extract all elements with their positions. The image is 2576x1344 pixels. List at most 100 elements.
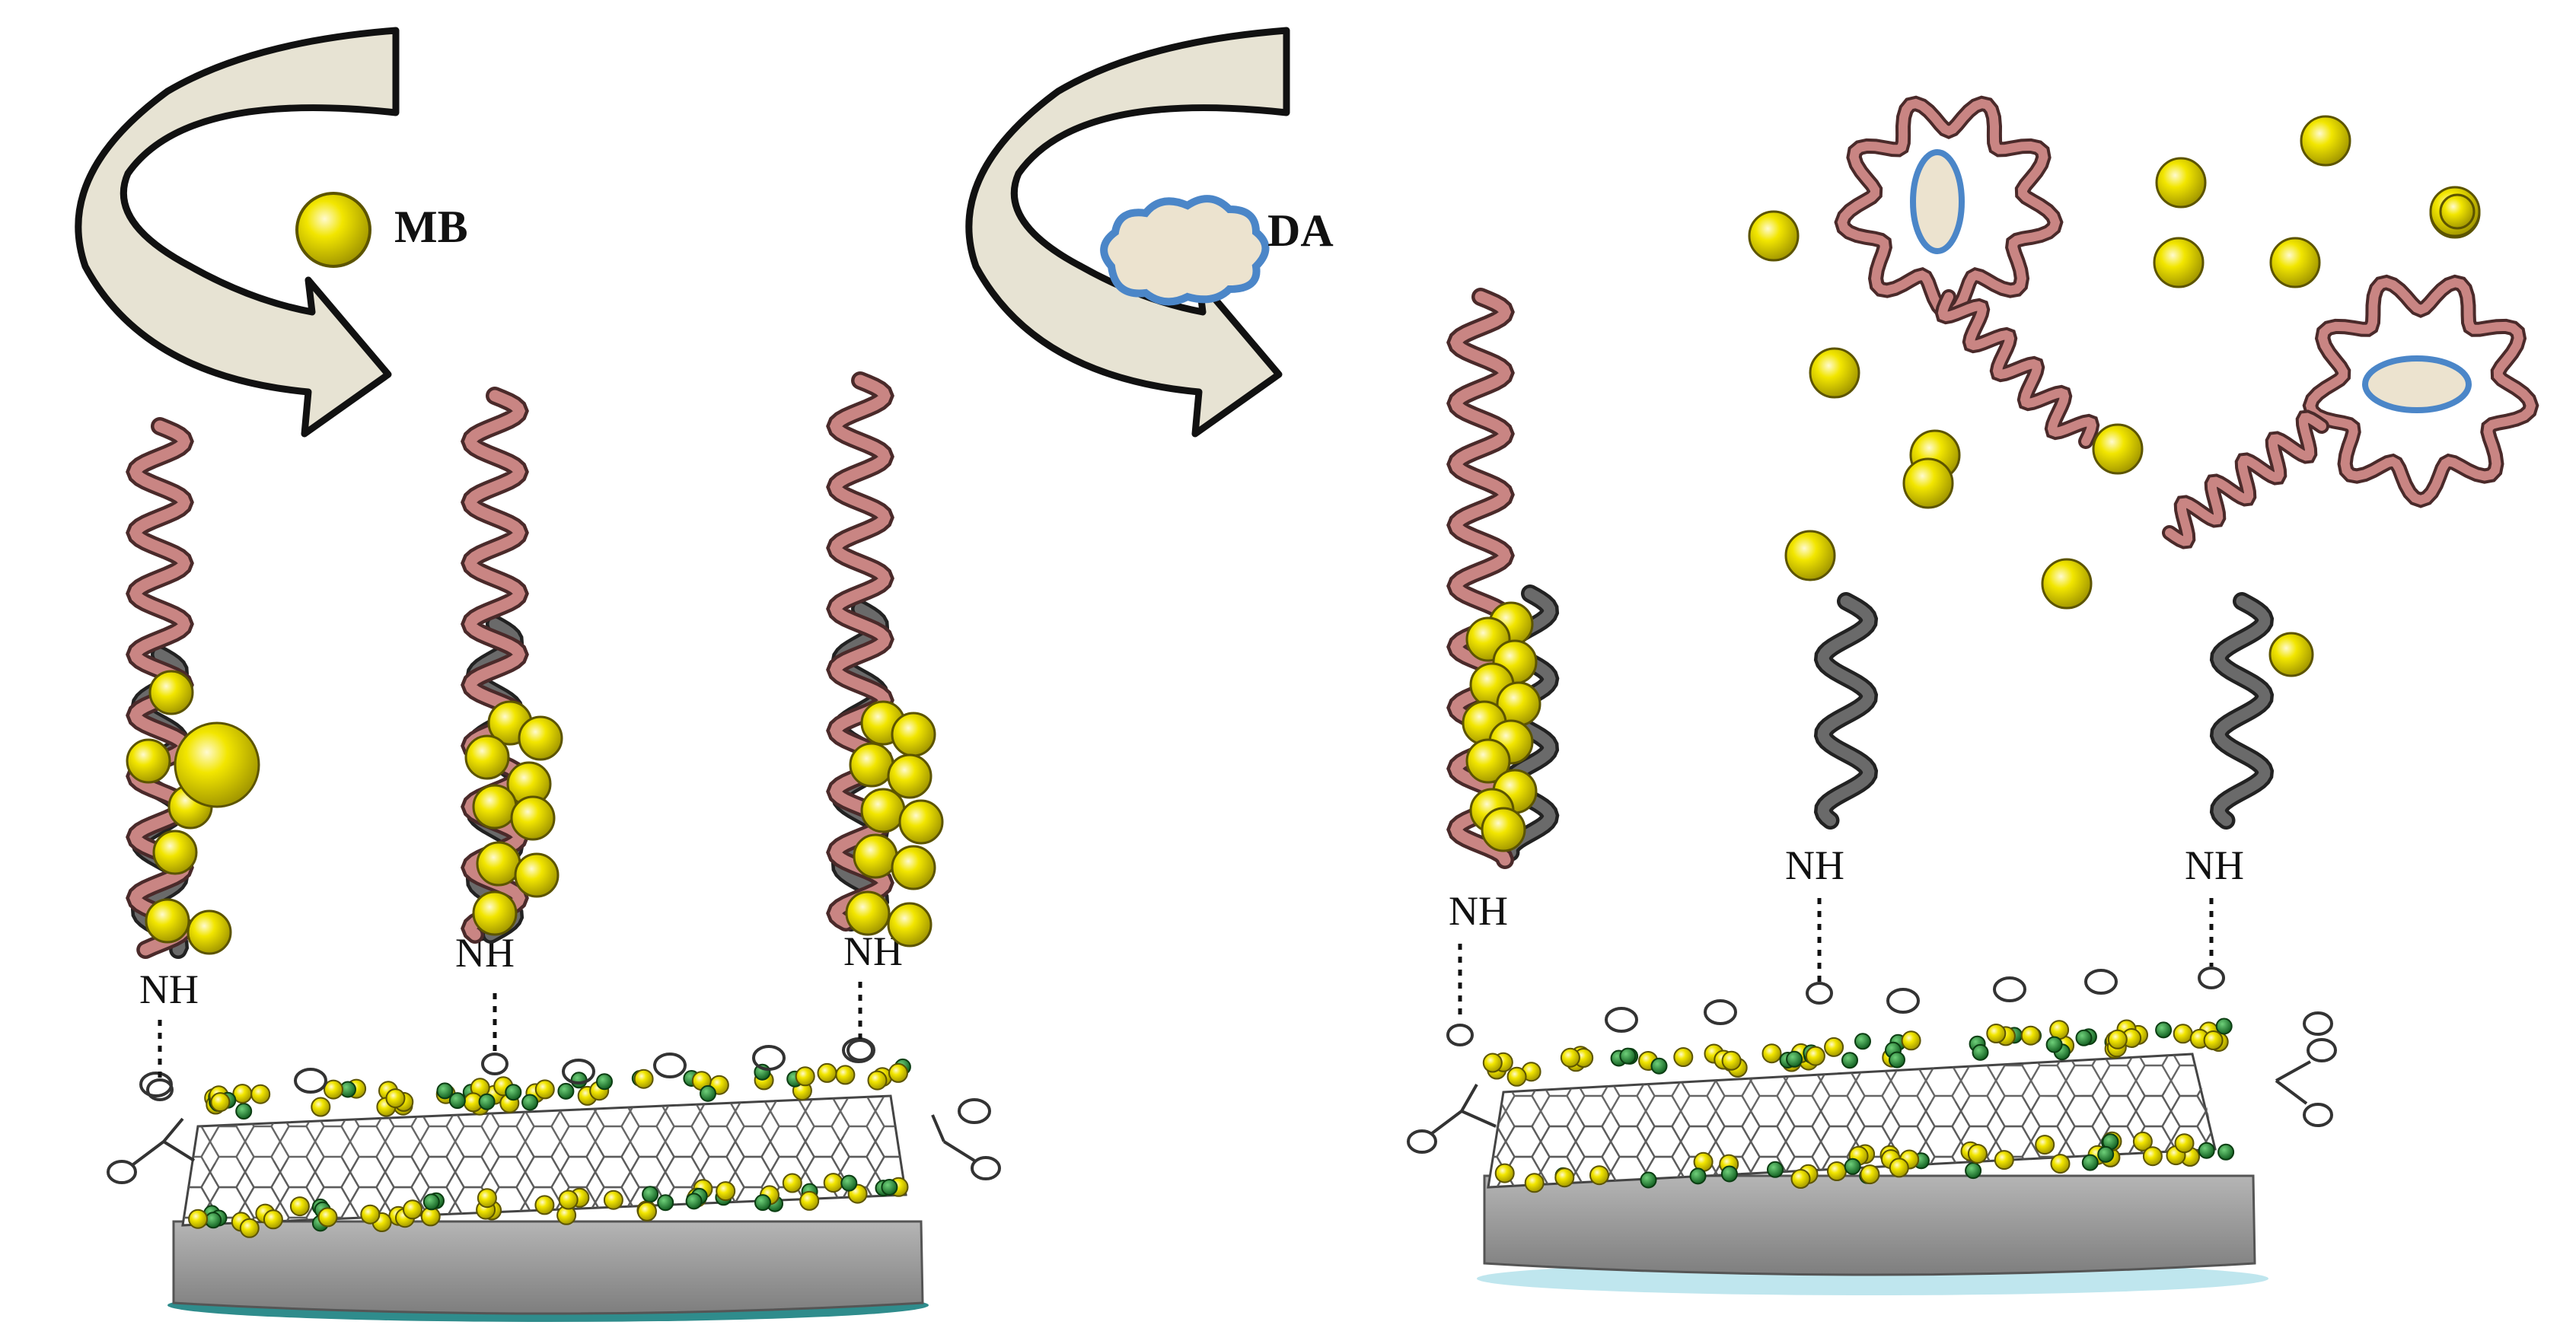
green-particle <box>642 1186 659 1203</box>
mb-sphere <box>145 898 190 944</box>
yellow-particle <box>1482 1053 1503 1073</box>
green-particle <box>1965 1162 1982 1180</box>
green-particle <box>1972 1043 1989 1061</box>
green-particle <box>2198 1142 2215 1159</box>
mb-sphere <box>860 788 906 833</box>
yellow-particle <box>1554 1167 1575 1188</box>
yellow-particle <box>799 1190 820 1211</box>
yellow-particle <box>210 1092 231 1113</box>
yellow-particle <box>867 1070 888 1091</box>
green-particle <box>840 1174 858 1192</box>
yellow-particle <box>1889 1158 1909 1178</box>
mb-sphere <box>845 890 891 936</box>
yellow-particle <box>1994 1150 2014 1170</box>
mb-sphere <box>518 715 563 761</box>
yellow-particle <box>2035 1135 2055 1155</box>
electrode-left <box>167 1220 929 1322</box>
curved-arrow-icon <box>75 27 400 438</box>
yellow-particle <box>2049 1020 2070 1040</box>
green-particle <box>570 1072 588 1089</box>
mb-sphere <box>853 833 898 879</box>
green-particle <box>1841 1052 1858 1069</box>
yellow-particle <box>633 1069 654 1089</box>
aptamer-loop <box>2305 277 2536 505</box>
mb-sphere <box>887 753 933 799</box>
complement-strand <box>2213 595 2271 826</box>
mb-sphere <box>2439 193 2476 230</box>
intercalated-mb-left <box>126 670 944 955</box>
yellow-particle <box>1589 1165 1609 1186</box>
green-particle <box>1650 1057 1668 1075</box>
yellow-particle <box>1824 1037 1844 1057</box>
yellow-particle <box>2142 1146 2163 1167</box>
yellow-particle <box>2203 1030 2224 1050</box>
nh-label: NH <box>1785 842 1844 888</box>
yellow-particle <box>1721 1050 1742 1071</box>
green-particle <box>505 1084 522 1101</box>
yellow-particle <box>888 1062 908 1083</box>
green-particle <box>2045 1036 2063 1053</box>
green-particle <box>2215 1018 2233 1035</box>
yellow-particle <box>263 1209 283 1230</box>
aptamer-tail <box>1937 292 2097 446</box>
yellow-particle <box>1860 1164 1880 1185</box>
yellow-particle <box>289 1196 310 1217</box>
nh-label: NH <box>2185 842 2244 888</box>
green-particle <box>2081 1154 2099 1171</box>
mb-sphere <box>510 795 556 841</box>
dopamine-bound <box>2362 355 2472 413</box>
green-particle <box>2075 1029 2093 1046</box>
yellow-particle <box>2174 1133 2195 1154</box>
green-particle <box>1889 1051 1905 1069</box>
yellow-particle <box>2173 1024 2193 1044</box>
mb-sphere <box>891 845 936 890</box>
green-particle <box>2155 1021 2173 1039</box>
yellow-particle <box>1494 1163 1515 1183</box>
yellow-particle <box>2132 1131 2153 1151</box>
green-particle <box>1640 1171 1657 1189</box>
yellow-particle <box>1901 1030 1921 1051</box>
mb-sphere <box>1784 530 1836 581</box>
green-particle <box>521 1094 539 1111</box>
mb-sphere <box>2268 632 2314 677</box>
green-particle <box>1854 1033 1871 1050</box>
mb-sphere <box>174 721 260 808</box>
yellow-particle <box>1506 1066 1527 1087</box>
yellow-particle <box>2050 1154 2071 1174</box>
left-panel: NH NH NH MB DA <box>75 27 1334 1322</box>
electrode-right <box>1477 1174 2268 1295</box>
green-particle <box>754 1194 771 1212</box>
yellow-particle <box>2020 1025 2041 1046</box>
yellow-particle <box>835 1065 856 1085</box>
yellow-particle <box>782 1173 802 1193</box>
mb-label: MB <box>394 202 468 252</box>
yellow-particle <box>1986 1024 2007 1043</box>
da-label: DA <box>1267 205 1334 256</box>
green-particle <box>596 1073 613 1091</box>
mb-sphere <box>891 712 936 757</box>
aptamer-loop <box>1837 98 2061 319</box>
yellow-particle <box>188 1209 209 1229</box>
yellow-particle <box>716 1181 736 1202</box>
green-particle <box>1786 1050 1803 1068</box>
mb-sphere <box>887 902 933 947</box>
right-panel: NH NH NH <box>1407 95 2539 1295</box>
green-particle <box>1720 1165 1738 1183</box>
mb-sphere <box>472 784 518 830</box>
amide-linkers-right <box>1458 898 2214 1020</box>
mb-sphere <box>1465 738 1511 784</box>
mb-sphere <box>187 909 232 955</box>
yellow-particle <box>637 1201 657 1221</box>
ring-o-left <box>146 1039 874 1101</box>
yellow-particle <box>817 1062 837 1083</box>
yellow-particle <box>317 1207 338 1228</box>
graphene-sheet-right <box>1487 1053 2217 1189</box>
nanoparticle-decoration-left <box>188 1058 911 1238</box>
mb-sphere <box>898 799 944 845</box>
mb-sphere <box>472 890 518 936</box>
yellow-particle <box>1524 1173 1545 1193</box>
green-particle <box>1689 1167 1707 1185</box>
green-particle <box>205 1212 222 1229</box>
yellow-particle <box>250 1084 271 1104</box>
green-particle <box>1844 1158 1861 1175</box>
